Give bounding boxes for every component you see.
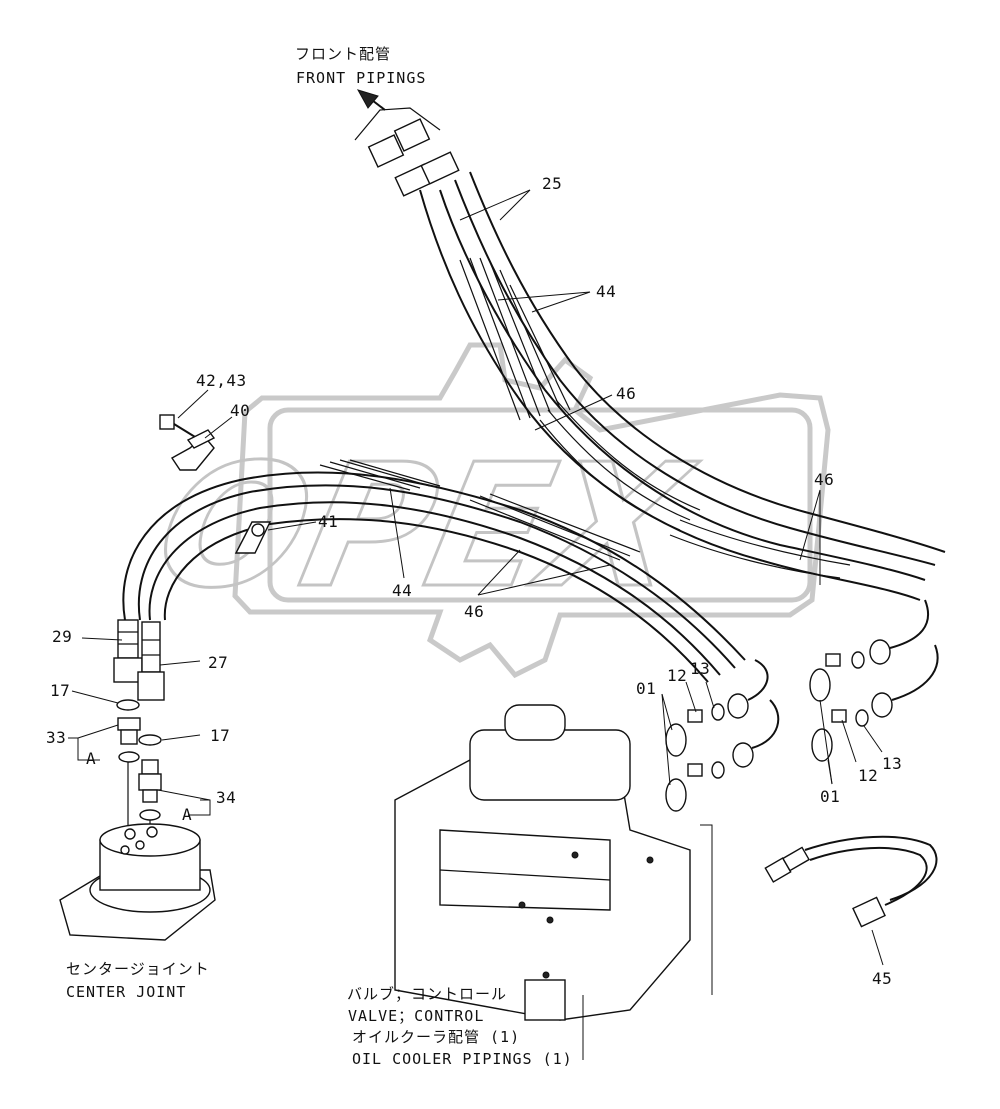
hose-pair-lower: [122, 459, 746, 683]
oil-cooler-label-jp: オイルクーラ配管 (1): [352, 1028, 521, 1046]
callout-27: 27: [208, 653, 229, 672]
control-valve-label-jp: バルブ；コントロール: [347, 985, 508, 1003]
callout-17-right: 17: [210, 726, 231, 745]
callout-29: 29: [52, 627, 73, 646]
callout-12-left: 12: [667, 666, 688, 685]
callout-33: 33: [46, 728, 67, 747]
leader-lines: [68, 189, 883, 816]
callout-46-right: 46: [814, 470, 835, 489]
callout-25: 25: [542, 174, 563, 193]
callout-34: 34: [216, 788, 237, 807]
adapter-33: [117, 717, 141, 763]
oring-17-left: [116, 699, 140, 711]
callout-a-left: A: [86, 749, 97, 768]
bolt-42-43: [159, 414, 216, 471]
clamp-41: [234, 521, 272, 554]
callout-41: 41: [318, 512, 339, 531]
fitting-27: [137, 621, 165, 701]
front-pipings-label-jp: フロント配管: [295, 45, 392, 63]
front-arrow: [354, 89, 441, 141]
oring-17-right: [138, 734, 162, 746]
callout-44-mid: 44: [392, 581, 413, 600]
callout-44-top: 44: [596, 282, 617, 301]
callout-12-right: 12: [858, 766, 879, 785]
hose-45: [764, 835, 938, 966]
flange-set-right: [809, 599, 939, 762]
callout-01-left: 01: [636, 679, 657, 698]
callout-46-top: 46: [616, 384, 637, 403]
spiral-guard-upper: [459, 257, 851, 579]
adapter-34: [138, 759, 162, 821]
callout-a-right: A: [182, 805, 193, 824]
callout-17-left: 17: [50, 681, 71, 700]
hose-pair-25: [367, 118, 946, 601]
callout-40: 40: [230, 401, 251, 420]
callout-45: 45: [872, 969, 893, 988]
callout-46-mid: 46: [464, 602, 485, 621]
callout-13-right: 13: [882, 754, 903, 773]
callout-01-right: 01: [820, 787, 841, 806]
callout-42-43: 42,43: [196, 371, 247, 390]
callout-13-left: 13: [690, 659, 711, 678]
control-valve: [394, 704, 691, 1021]
front-pipings-label-en: FRONT PIPINGS: [296, 69, 427, 87]
control-valve-label-en: VALVE；CONTROL: [348, 1007, 485, 1025]
flange-set-left: [665, 659, 780, 812]
oil-cooler-label-en: OIL COOLER PIPINGS (1): [352, 1050, 573, 1068]
center-joint-label-jp: センタージョイント: [66, 960, 210, 978]
valve-bracket: [582, 824, 713, 1060]
center-joint: [59, 823, 216, 941]
center-joint-label-en: CENTER JOINT: [66, 983, 187, 1001]
